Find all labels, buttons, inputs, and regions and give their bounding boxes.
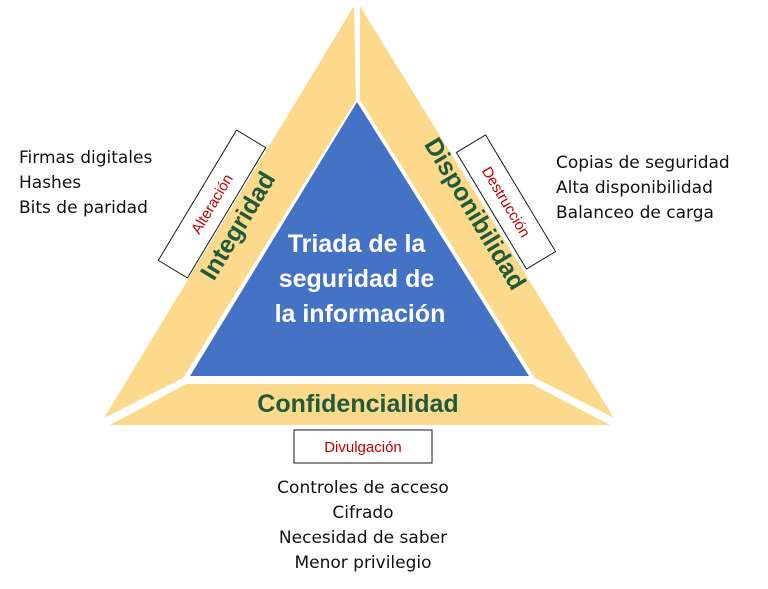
control-item: Balanceo de carga [556,203,714,223]
center-title-line-2: seguridad de [279,265,435,293]
control-item: Copias de seguridad [556,153,730,173]
outer-band [104,6,614,425]
control-item: Hashes [19,173,82,193]
confidentiality-controls: Controles de acceso Cifrado Necesidad de… [263,476,463,576]
center-title: Triada de la seguridad de la información [275,230,446,328]
control-item: Cifrado [332,503,394,523]
confidentiality-label: Confidencialidad [257,390,458,418]
confidentiality-threat-text: Divulgación [324,439,402,456]
confidentiality-band [110,384,610,425]
center-title-line-3: la información [275,300,446,328]
confidentiality-threat-box: Divulgación [293,429,433,464]
integrity-band [104,6,356,418]
control-item: Menor privilegio [294,553,432,573]
control-item: Controles de acceso [277,478,449,498]
integrity-threat-box: Alteración [157,129,267,279]
inner-triangle [190,102,529,376]
control-item: Alta disponibilidad [556,178,713,198]
availability-controls: Copias de seguridad Alta disponibilidad … [556,151,730,226]
control-item: Bits de paridad [19,198,148,218]
control-item: Firmas digitales [19,148,153,168]
center-title-line-1: Triada de la [288,230,427,258]
control-item: Necesidad de saber [278,528,448,548]
integrity-controls: Firmas digitales Hashes Bits de paridad [19,146,152,221]
availability-band [360,6,614,418]
